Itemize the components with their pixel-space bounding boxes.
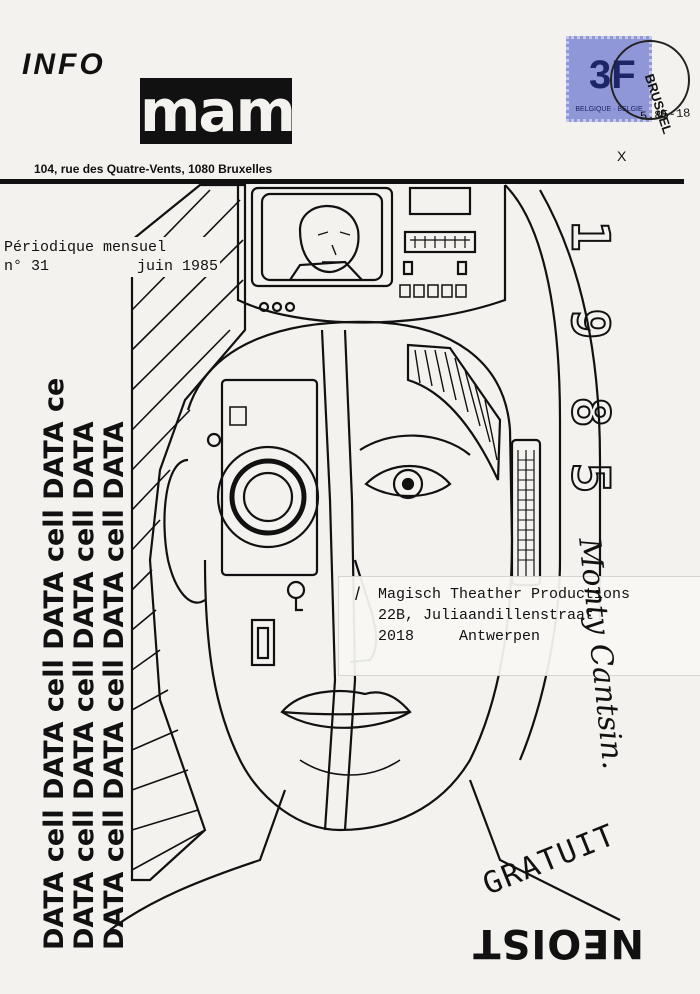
side-title-line: DATA cell DATA cell DATA cell DATA [99, 421, 130, 950]
postmark-mark: X [617, 148, 627, 164]
mam-logo: mam [140, 77, 296, 145]
neoist-label: NEOIST [472, 920, 644, 966]
recipient-street: 22B, Juliaandillenstraat [378, 607, 595, 624]
recipient-postcode: 2018 [378, 628, 415, 645]
side-title-line: DATA cell DATA cell DATA cell DATA ce [39, 377, 70, 950]
masthead-rule [0, 179, 684, 184]
issue-date: juin 1985 [136, 258, 218, 275]
recipient-name: Magisch Theather Productions [378, 586, 631, 603]
side-title: DATA cell DATA cell DATA cell DATA ce DA… [39, 377, 130, 950]
side-title-line: DATA cell DATA cell DATA cell DATA [69, 421, 100, 950]
info-label: INFO [22, 48, 106, 81]
year-digit: 9 [559, 307, 621, 340]
recipient-city: Antwerpen [459, 628, 541, 645]
stamp-country: BELGIQUE · BELGIE [575, 106, 643, 113]
postmark-circle [610, 40, 690, 120]
year-digit: 5 [559, 461, 621, 494]
year-digit: 1 [559, 219, 621, 252]
recipient-city-line: 2018 Antwerpen [378, 628, 540, 645]
issue-number: n° 31 [4, 258, 50, 275]
periodicity: Périodique mensuel [4, 239, 167, 256]
label-slash-mark: / [355, 584, 361, 604]
issue-info: Périodique mensuel n° 31 juin 1985 [2, 237, 220, 277]
address-label [338, 576, 700, 676]
year-digit: 8 [559, 395, 621, 428]
publisher-address: 104, rue des Quatre-Vents, 1080 Bruxelle… [34, 162, 273, 176]
